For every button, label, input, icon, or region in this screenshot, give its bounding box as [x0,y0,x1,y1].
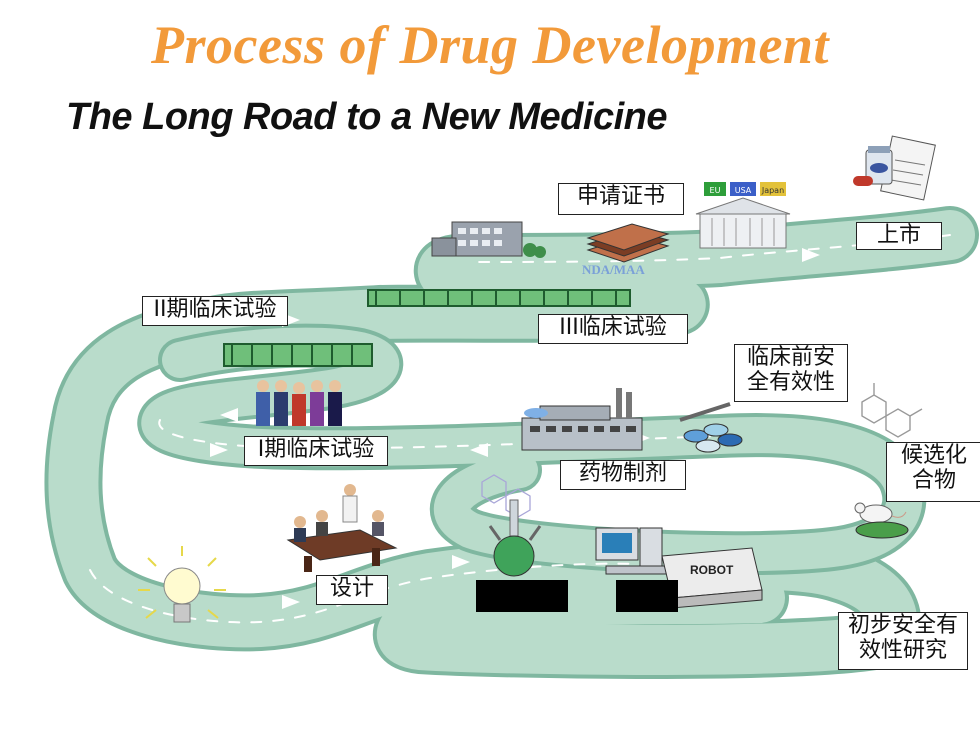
label-formulation: 药物制剂 [560,460,686,490]
flag-usa: USA [735,186,752,195]
arrow-icon [210,443,228,457]
molecule-structure-icon [481,474,531,518]
label-phase3: III临床试验 [538,314,688,344]
label-design: 设计 [316,575,388,605]
redacted-label [616,580,678,612]
office-building-icon [431,221,546,258]
label-early-safety: 初步安全有 效性研究 [838,612,968,670]
label-candidate-compound: 候选化 合物 [886,442,980,502]
flag-japan: Japan [761,186,784,195]
label-market: 上市 [856,222,942,250]
molecule-structure-icon [861,383,923,438]
arrow-icon [220,408,238,422]
label-phase1: I期临床试验 [244,436,388,466]
robot-label: ROBOT [690,563,734,577]
flask-icon [488,499,542,577]
mouse-icon [854,502,909,539]
redacted-label [476,580,568,612]
factory-icon [521,388,643,451]
document-stack-icon [586,223,670,263]
pills-syringe-icon [679,402,743,453]
label-preclinical: 临床前安 全有效性 [734,344,848,402]
phase3-fences [367,289,631,307]
arrow-icon [452,555,470,569]
arrow-icon [470,443,488,457]
label-nda-certificate: 申请证书 [558,183,684,215]
computer-icon [595,527,687,575]
light-bulb-icon [138,546,226,623]
flag-eu: EU [710,186,721,195]
nda-maa-label: NDA/MAA [582,262,645,277]
prescription-icon [853,135,936,201]
page-subtitle: The Long Road to a New Medicine [66,96,667,138]
regulatory-building-icon: EU USA Japan [695,182,791,249]
arrow-icon [282,595,300,609]
label-phase2: II期临床试验 [142,296,288,326]
phase2-fences [223,343,373,367]
page-title: Process of Drug Development [151,15,829,75]
people-group-icon [256,380,342,426]
arrow-icon [802,248,820,262]
meeting-table-icon [286,484,398,572]
